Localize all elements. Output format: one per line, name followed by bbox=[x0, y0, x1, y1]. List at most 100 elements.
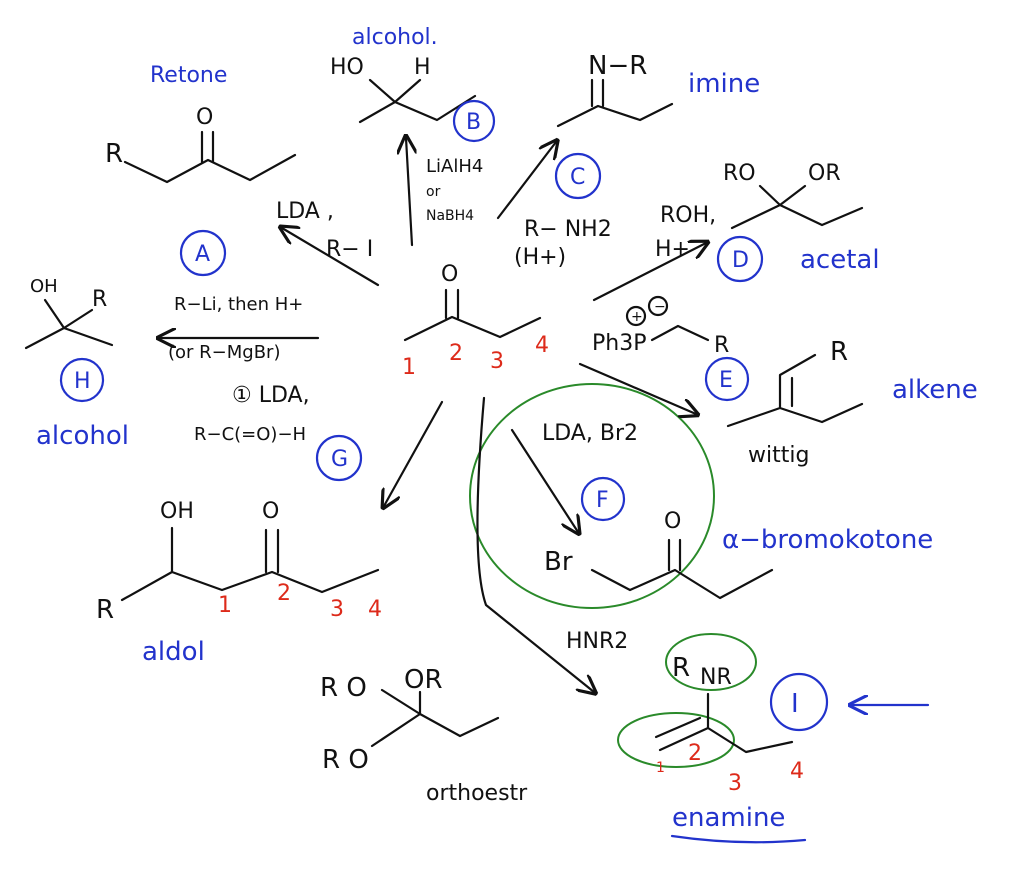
arrow-to-d bbox=[592, 243, 706, 302]
product-e-alkene: R wittig alkene E bbox=[704, 337, 978, 468]
product-b-badge bbox=[452, 99, 496, 143]
product-c-imine: N−R imine C bbox=[554, 51, 760, 200]
arrow-to-e bbox=[578, 362, 696, 414]
product-i-number-3: 3 bbox=[728, 771, 742, 796]
central-number-4: 4 bbox=[535, 333, 549, 358]
product-g-name: aldol bbox=[142, 637, 205, 667]
product-a-skeleton bbox=[123, 153, 297, 184]
product-a-r-group: R bbox=[105, 139, 123, 169]
product-i-badge bbox=[769, 672, 829, 732]
product-d-letter: D bbox=[732, 248, 749, 273]
arrow-to-c bbox=[496, 142, 556, 220]
product-c-nr: N−R bbox=[588, 51, 647, 81]
reagent-i: HNR2 bbox=[566, 629, 628, 654]
central-skeleton bbox=[403, 315, 542, 342]
product-c-double-bond bbox=[590, 78, 605, 108]
product-i-n-highlight bbox=[665, 633, 757, 691]
product-h-r-group: R bbox=[92, 287, 107, 312]
reagent-b-line1: LiAlH4 bbox=[426, 156, 483, 177]
ylide-plus-circle bbox=[625, 305, 647, 327]
orthoester-ro-bottom: R O bbox=[322, 745, 369, 775]
arrow-to-i bbox=[476, 396, 594, 692]
ylide-r: R bbox=[714, 333, 729, 358]
reagent-b-line2: NaBH4 bbox=[426, 208, 474, 224]
reaction-arrows bbox=[160, 138, 706, 692]
product-b-skeleton bbox=[358, 78, 477, 124]
product-e-r-group: R bbox=[830, 337, 848, 367]
product-g-number-3: 3 bbox=[330, 597, 344, 622]
central-oxygen: O bbox=[441, 262, 458, 287]
product-b-oh: HO bbox=[330, 55, 364, 80]
product-c-letter: C bbox=[570, 165, 585, 190]
orthoester-or-top: OR bbox=[404, 665, 443, 695]
product-f-badge bbox=[580, 476, 626, 522]
orthoester-skeleton bbox=[370, 688, 500, 748]
product-b-name: alcohol. bbox=[352, 25, 438, 50]
product-b-h: H bbox=[414, 55, 431, 80]
product-c-badge bbox=[554, 152, 602, 200]
product-i-c-highlight bbox=[617, 712, 735, 768]
arrow-to-b bbox=[406, 138, 412, 247]
reagent-e-ylide: + − Ph3P R bbox=[592, 295, 729, 358]
product-d-ro: RO bbox=[723, 161, 756, 186]
reagent-g-line2: R−C(=O)−H bbox=[194, 424, 306, 445]
product-b-letter: B bbox=[466, 110, 481, 135]
product-i-skeleton bbox=[658, 692, 794, 754]
reagent-c-line2: (H+) bbox=[514, 245, 566, 270]
arrow-to-a bbox=[282, 228, 380, 287]
product-g-letter: G bbox=[331, 447, 348, 472]
product-h-letter: H bbox=[74, 369, 91, 394]
product-g-oh: OH bbox=[160, 499, 194, 524]
product-f-carbonyl bbox=[667, 538, 682, 572]
reagent-d-line1: ROH, bbox=[660, 203, 716, 228]
product-g-number-2: 2 bbox=[277, 581, 291, 606]
product-a-ketone: Retone O R A bbox=[105, 63, 297, 277]
product-i-nr: NR bbox=[700, 665, 732, 690]
product-f-name: α−bromokotone bbox=[722, 525, 933, 555]
reagent-d-line2: H+ bbox=[655, 237, 690, 262]
product-a-badge bbox=[179, 229, 227, 277]
product-e-note: wittig bbox=[748, 443, 809, 468]
central-number-1: 1 bbox=[402, 355, 416, 380]
orthoester-ro-top: R O bbox=[320, 673, 367, 703]
product-f-bromoketone: O Br F α−bromokotone bbox=[469, 383, 933, 609]
product-a-carbonyl bbox=[200, 130, 215, 164]
product-f-highlight bbox=[469, 383, 715, 609]
product-f-letter: F bbox=[596, 488, 609, 513]
product-h-oh: OH bbox=[30, 276, 58, 297]
product-i-name: enamine bbox=[672, 803, 785, 833]
product-i-enamine: R NR 1 2 3 4 I enamine bbox=[617, 633, 930, 844]
central-number-3: 3 bbox=[490, 349, 504, 374]
product-e-badge bbox=[704, 356, 750, 402]
product-g-badge bbox=[315, 434, 363, 482]
reagent-h-line1: R−Li, then H+ bbox=[174, 294, 303, 315]
product-i-letter: I bbox=[791, 689, 799, 719]
product-h-skeleton bbox=[24, 298, 114, 350]
ylide-chain bbox=[650, 324, 710, 342]
product-g-r-group: R bbox=[96, 595, 114, 625]
arrow-to-g bbox=[384, 400, 444, 506]
reagent-a-line2: R− I bbox=[326, 237, 373, 262]
product-g-number-1: 1 bbox=[218, 593, 232, 618]
product-g-carbonyl bbox=[264, 528, 280, 574]
product-i-double-bond bbox=[654, 716, 702, 739]
product-d-name: acetal bbox=[800, 245, 880, 275]
reagent-a-line1: LDA , bbox=[276, 199, 334, 224]
product-c-skeleton bbox=[556, 102, 674, 128]
product-d-badge bbox=[716, 235, 764, 283]
product-h-badge bbox=[59, 357, 105, 403]
orthoester-structure: R O OR R O orthoestr bbox=[320, 665, 528, 806]
product-a-name: Retone bbox=[150, 63, 227, 88]
reagent-h-line2: (or R−MgBr) bbox=[168, 342, 280, 363]
product-f-skeleton bbox=[590, 568, 774, 600]
reagent-c-line1: R− NH2 bbox=[524, 217, 612, 242]
central-ketone: O 1 2 3 4 bbox=[402, 262, 549, 380]
reagent-g-line1: ① LDA, bbox=[232, 383, 310, 408]
reagent-f: LDA, Br2 bbox=[542, 421, 638, 446]
reagent-labels: LDA , R− I LiAlH4 or NaBH4 R− NH2 (H+) R… bbox=[168, 156, 729, 654]
product-b-alcohol: alcohol. HO H B bbox=[330, 25, 496, 143]
ylide-minus-circle bbox=[647, 295, 669, 317]
product-d-skeleton bbox=[730, 184, 864, 230]
ylide-plus: + bbox=[631, 309, 643, 325]
